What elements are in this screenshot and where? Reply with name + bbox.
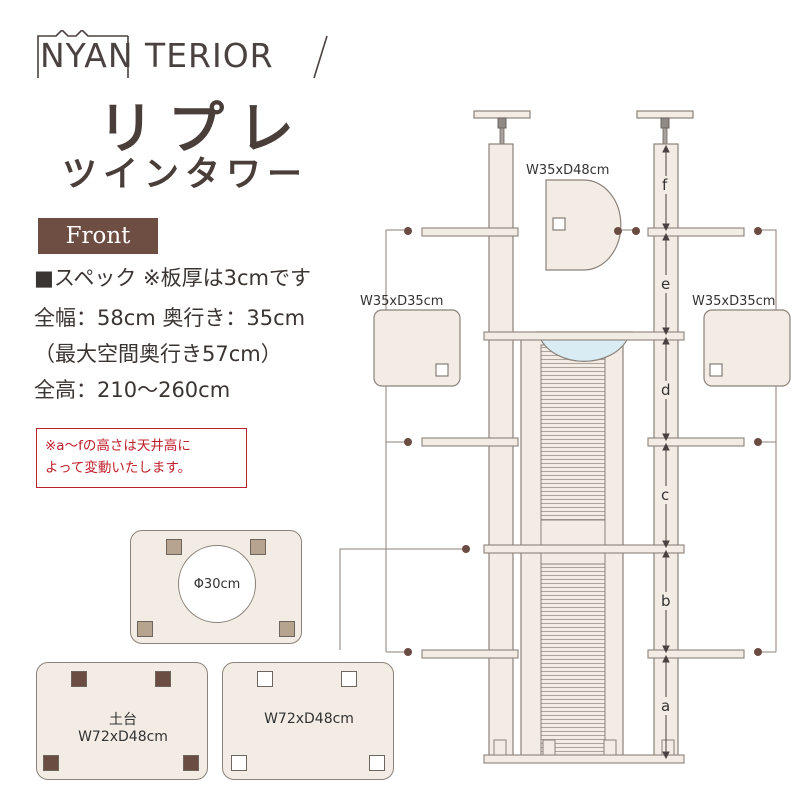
- product-subtitle: ツインタワー: [62, 154, 309, 195]
- board-size-label: W72xD48cm: [264, 711, 354, 727]
- right-box-corner: [709, 363, 723, 377]
- segment-label-a: a: [660, 697, 672, 715]
- plate-corner: [43, 755, 59, 771]
- right-box-size-label: W35xD35cm: [692, 294, 776, 309]
- plate-corner: [250, 539, 266, 555]
- board-plate: W72xD48cm: [222, 662, 394, 780]
- shelf-left-1: [421, 227, 519, 237]
- left-box-size-label: W35xD35cm: [360, 294, 444, 309]
- panel-divider: [540, 519, 606, 565]
- left-ceiling-pad: [473, 110, 531, 145]
- base-foot: [542, 739, 556, 756]
- shelf-right-3: [647, 649, 745, 659]
- base-plate: 土台 W72xD48cm: [36, 662, 208, 780]
- shelf-left-3: [421, 649, 519, 659]
- hole-circle: Φ30cm: [178, 545, 256, 623]
- leader-dots: [404, 227, 762, 656]
- shelf-left-2: [421, 437, 519, 447]
- segment-label-d: d: [660, 381, 672, 399]
- front-view-badge: Front: [38, 218, 158, 254]
- plate-corner: [257, 671, 273, 687]
- segment-label-c: c: [660, 486, 671, 504]
- plate-corner: [231, 755, 247, 771]
- top-box-size-label: W35xD48cm: [526, 163, 610, 178]
- segment-label-b: b: [660, 592, 672, 610]
- hole-plate: Φ30cm: [130, 530, 302, 644]
- top-box-diagram: [545, 179, 622, 271]
- shelf-right-2: [647, 437, 745, 447]
- spec-heading: ■スペック ※板厚は3cmです: [34, 266, 312, 290]
- board-lower: [483, 544, 685, 554]
- base-label: 土台: [109, 712, 137, 728]
- spec-width-depth: 全幅：58cm 奥行き：35cm: [34, 306, 306, 330]
- top-box-corner: [552, 217, 566, 231]
- left-box-corner: [435, 363, 449, 377]
- spec-height: 全高：210〜260cm: [34, 378, 231, 402]
- right-box-diagram: [703, 309, 791, 387]
- left-leader-lines: [339, 229, 777, 653]
- product-title: リプレ: [98, 96, 308, 162]
- segment-label-f: f: [661, 176, 669, 194]
- plate-corner: [166, 539, 182, 555]
- brand-logo: NYAN TERIOR: [36, 30, 331, 82]
- logo-text: NYAN TERIOR: [40, 36, 274, 75]
- base-foot: [603, 739, 617, 756]
- logo-frame: [37, 30, 328, 79]
- plate-corner: [369, 755, 385, 771]
- plate-corner: [71, 671, 87, 687]
- base-size-label: W72xD48cm: [78, 729, 168, 745]
- hole-diameter-label: Φ30cm: [193, 576, 241, 592]
- plate-corner: [155, 671, 171, 687]
- height-note-box: ※a〜fの高さは天井高に よって変動いたします。: [36, 428, 247, 488]
- right-ceiling-pad: [636, 110, 694, 145]
- shelf-right-1: [647, 227, 745, 237]
- base-board: [483, 754, 685, 764]
- base-foot: [493, 739, 507, 756]
- note-line-1: ※a〜fの高さは天井高に: [45, 438, 191, 454]
- plate-corner: [279, 621, 295, 637]
- note-line-2: よって変動いたします。: [45, 460, 192, 476]
- board-upper: [483, 331, 685, 341]
- plate-corner: [341, 671, 357, 687]
- segment-label-e: e: [660, 275, 672, 293]
- plate-corner: [183, 755, 199, 771]
- plate-corner: [137, 621, 153, 637]
- spec-max-depth: （最大空間奥行き57cm）: [34, 342, 282, 366]
